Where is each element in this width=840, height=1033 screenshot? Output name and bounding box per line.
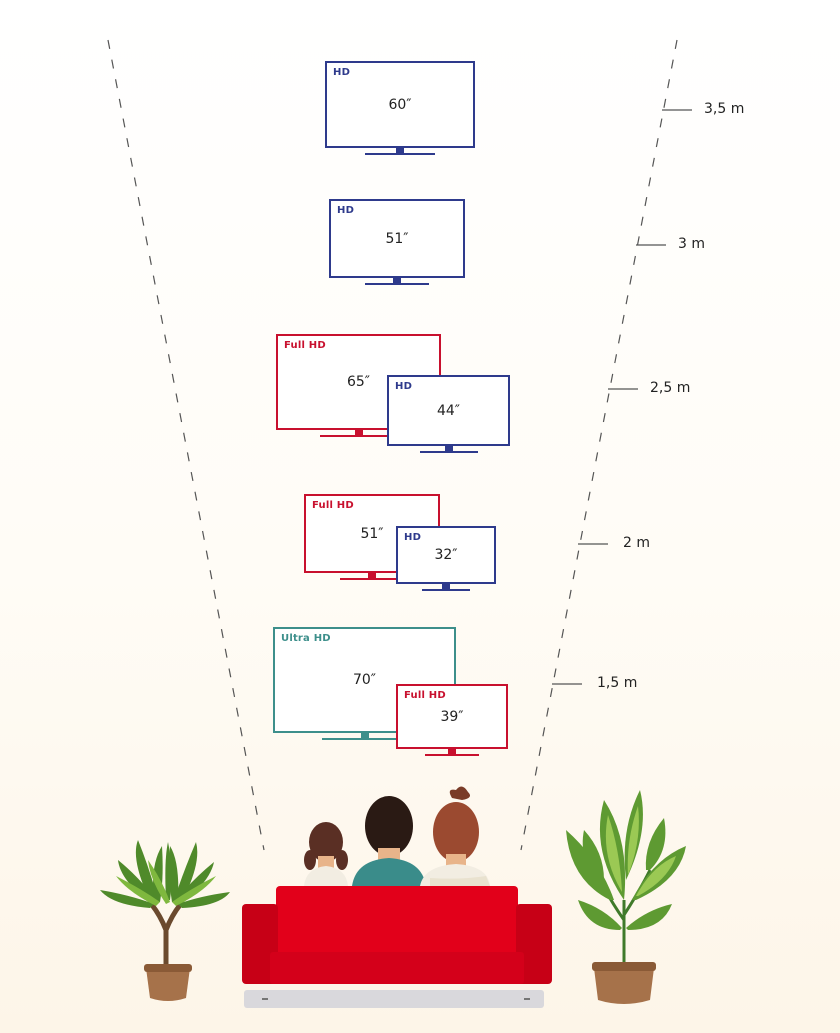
distance-label: 3,5 m: [704, 101, 745, 117]
tv-size-label: 44″: [436, 402, 461, 419]
resolution-label: Full HD: [404, 690, 446, 701]
left-cone-line: [107, 39, 265, 851]
tv-size-label: 32″: [434, 547, 458, 563]
resolution-label: HD: [337, 205, 355, 216]
distance-label: 2,5 m: [650, 380, 691, 396]
resolution-label: HD: [404, 532, 422, 543]
tv-size-label: 60″: [388, 96, 412, 113]
tv-hd-51: HD 51″: [329, 199, 475, 285]
tv-hd-32: HD 32″: [396, 526, 506, 591]
tv-size-label: 51″: [360, 525, 384, 542]
distance-label: 1,5 m: [597, 675, 638, 691]
girl-figure: [304, 822, 348, 886]
sofa: [242, 886, 552, 1008]
tv-size-label: 65″: [346, 374, 371, 390]
right-cone-line: [520, 39, 678, 851]
man-figure: [352, 796, 426, 886]
tv-full-hd-39: Full HD 39″: [396, 684, 518, 756]
tv-size-label: 70″: [352, 672, 377, 688]
resolution-label: HD: [395, 381, 413, 392]
tv-size-label: 39″: [440, 708, 464, 725]
right-plant: [566, 790, 686, 1004]
tv-size-label: 51″: [385, 230, 409, 247]
resolution-label: Full HD: [284, 340, 326, 351]
woman-figure: [420, 786, 490, 886]
tv-hd-60: HD 60″: [325, 61, 485, 155]
resolution-label: Full HD: [312, 500, 354, 511]
resolution-label: HD: [333, 67, 351, 78]
distance-label: 2 m: [623, 535, 650, 551]
resolution-label: Ultra HD: [281, 633, 331, 644]
tv-hd-44: HD 44″: [387, 375, 520, 453]
distance-label: 3 m: [678, 236, 705, 252]
left-plant: [100, 840, 230, 1001]
